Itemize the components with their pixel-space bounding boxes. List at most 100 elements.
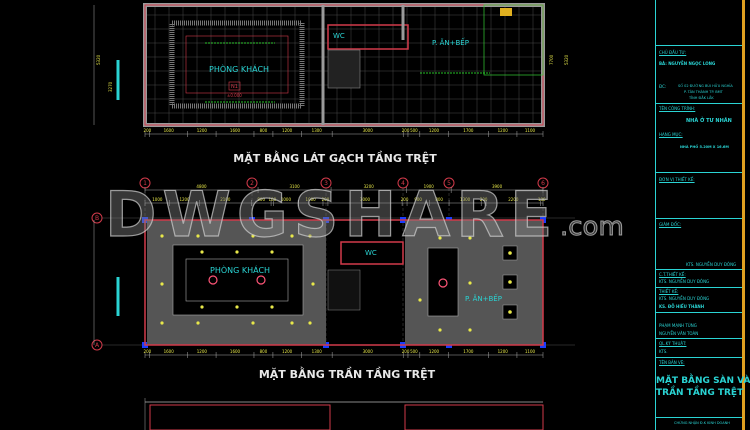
living-tile-border	[169, 20, 305, 109]
room-label-wc: WC	[365, 249, 377, 257]
dim-label: 2100	[220, 197, 231, 202]
room-label-kitchen: P. ĂN+BẾP	[432, 37, 469, 47]
level-tag: N1	[231, 84, 238, 90]
axis-label: 3	[324, 180, 328, 187]
ceiling-light-icon	[200, 250, 204, 254]
divider	[656, 172, 742, 173]
dim-label: 800	[260, 128, 268, 133]
dim-left-1: 5320	[96, 54, 101, 65]
dim-label: 200	[322, 197, 330, 202]
dim-label: 1100	[525, 128, 536, 133]
dim-label: 1200	[429, 128, 440, 133]
dim-label: 200	[402, 349, 410, 354]
ceiling-light-icon	[200, 305, 204, 309]
designer-2: KS. ĐỖ HIẾU THÀNH	[659, 304, 705, 309]
wall-outline	[404, 404, 544, 430]
dim-label: 1200	[498, 128, 509, 133]
downlight-icon	[508, 251, 512, 255]
dim-label: 3900	[492, 184, 503, 189]
address-line-2: P. TÂN THÀNH TP. BMT	[684, 90, 723, 94]
row-label: B	[95, 215, 99, 222]
living-ceiling-recess	[172, 244, 304, 316]
kitchen-ceiling-recess	[427, 247, 459, 317]
item-label: HẠNG MỤC:	[659, 132, 683, 137]
ceiling-light-icon	[438, 236, 442, 240]
dim-label: 1200	[282, 349, 293, 354]
wall-outline	[149, 404, 331, 430]
dim-label: 3000	[363, 128, 374, 133]
sheet-label: TÊN BẢN VẼ:	[659, 360, 685, 365]
axis-label: 2	[250, 180, 254, 187]
dim-label: 1300	[460, 197, 471, 202]
dim-label: 200	[144, 128, 152, 133]
dim-right-1: 7700	[549, 54, 554, 65]
divider	[656, 338, 742, 339]
level-tag-box	[228, 81, 241, 91]
dim-right-2: 5320	[564, 54, 569, 65]
dim-label: 800	[435, 197, 443, 202]
wc-wall	[327, 24, 409, 50]
downlight-icon	[508, 280, 512, 284]
staircase	[327, 49, 361, 89]
owner-label: CHỦ ĐẦU TƯ:	[659, 50, 687, 55]
ceiling-light-icon	[468, 328, 472, 332]
dim-label: 3100	[289, 184, 300, 189]
tech-manager: KTS.	[659, 349, 668, 354]
address-line-1: SỐ 02 ĐƯỜNG BÙI HỮU NGHĨA	[678, 84, 733, 88]
dim-label: 2200	[508, 197, 519, 202]
ceiling-light-icon	[308, 234, 312, 238]
ceiling-light-icon	[290, 234, 294, 238]
ceiling-light-icon	[270, 250, 274, 254]
chandelier-icon	[208, 275, 218, 285]
ceiling-light-icon	[311, 282, 315, 286]
dim-label: 1600	[164, 349, 175, 354]
row-label: A	[95, 342, 100, 349]
ceiling-light-icon	[308, 321, 312, 325]
plan-title-ceiling: MẶT BẰNG TRẦN TẦNG TRỆT	[259, 366, 436, 381]
room-label-living: PHÒNG KHÁCH	[210, 264, 270, 275]
dim-label: 3000	[363, 349, 374, 354]
dim-label: 800	[257, 197, 265, 202]
address-label: ĐC:	[659, 84, 667, 89]
ceiling-light-icon	[438, 328, 442, 332]
drafter-2: NGUYỄN VĂN TOÀN	[659, 331, 699, 336]
divider	[656, 312, 742, 313]
dim-label: 500	[410, 128, 418, 133]
dim-label: 1600	[230, 349, 241, 354]
dim-label: 1100	[525, 349, 536, 354]
ceiling-light-icon	[235, 305, 239, 309]
divider	[656, 357, 742, 358]
watermark: DWGSHARE	[104, 177, 559, 251]
design-label: THIẾT KẾ:	[659, 289, 679, 294]
dim-label: 800	[260, 349, 268, 354]
ceiling-light-icon	[270, 305, 274, 309]
dim-label: 500	[410, 349, 418, 354]
dim-label: 1700	[463, 128, 474, 133]
plan-title-floor: MẶT BẰNG LÁT GẠCH TẦNG TRỆT	[233, 150, 437, 165]
dim-label: 1000	[152, 197, 163, 202]
designer-1: KTS. NGUYỄN DUY ĐÔNG	[659, 296, 710, 301]
dim-label: 1200	[429, 349, 440, 354]
downlight-icon	[508, 310, 512, 314]
ceiling-light-icon	[160, 282, 164, 286]
chief-designer-name: KTS. NGUYỄN DUY ĐÔNG	[659, 279, 710, 284]
ceiling-light-icon	[468, 236, 472, 240]
dim-label: 1200	[179, 197, 190, 202]
item-name: NHÀ PHỐ 5.20M X 16.6M	[680, 145, 729, 149]
room-label-kitchen: P. ĂN+BẾP	[465, 293, 502, 303]
dim-label: 3000	[360, 197, 371, 202]
project-name: NHÀ Ở TƯ NHÂN	[686, 118, 732, 124]
chandelier-icon	[256, 275, 266, 285]
living-tile-inner	[185, 35, 289, 94]
floor-tiling-plan: PHÒNG KHÁCH WC P. ĂN+BẾP N1 ±0.000 5320 …	[93, 3, 569, 165]
living-ceiling-inner	[185, 258, 289, 302]
dim-label: 1200	[498, 349, 509, 354]
owner: BÀ: NGUYỄN NGỌC LONG	[659, 61, 716, 66]
director-name: KTS. NGUYỄN DUY ĐÔNG	[686, 262, 737, 267]
divider	[656, 287, 742, 288]
divider	[656, 218, 742, 219]
wc-ceiling	[340, 241, 404, 265]
address-line-3: TỈNH ĐẮK LẮK	[689, 96, 714, 100]
divider	[656, 417, 742, 418]
